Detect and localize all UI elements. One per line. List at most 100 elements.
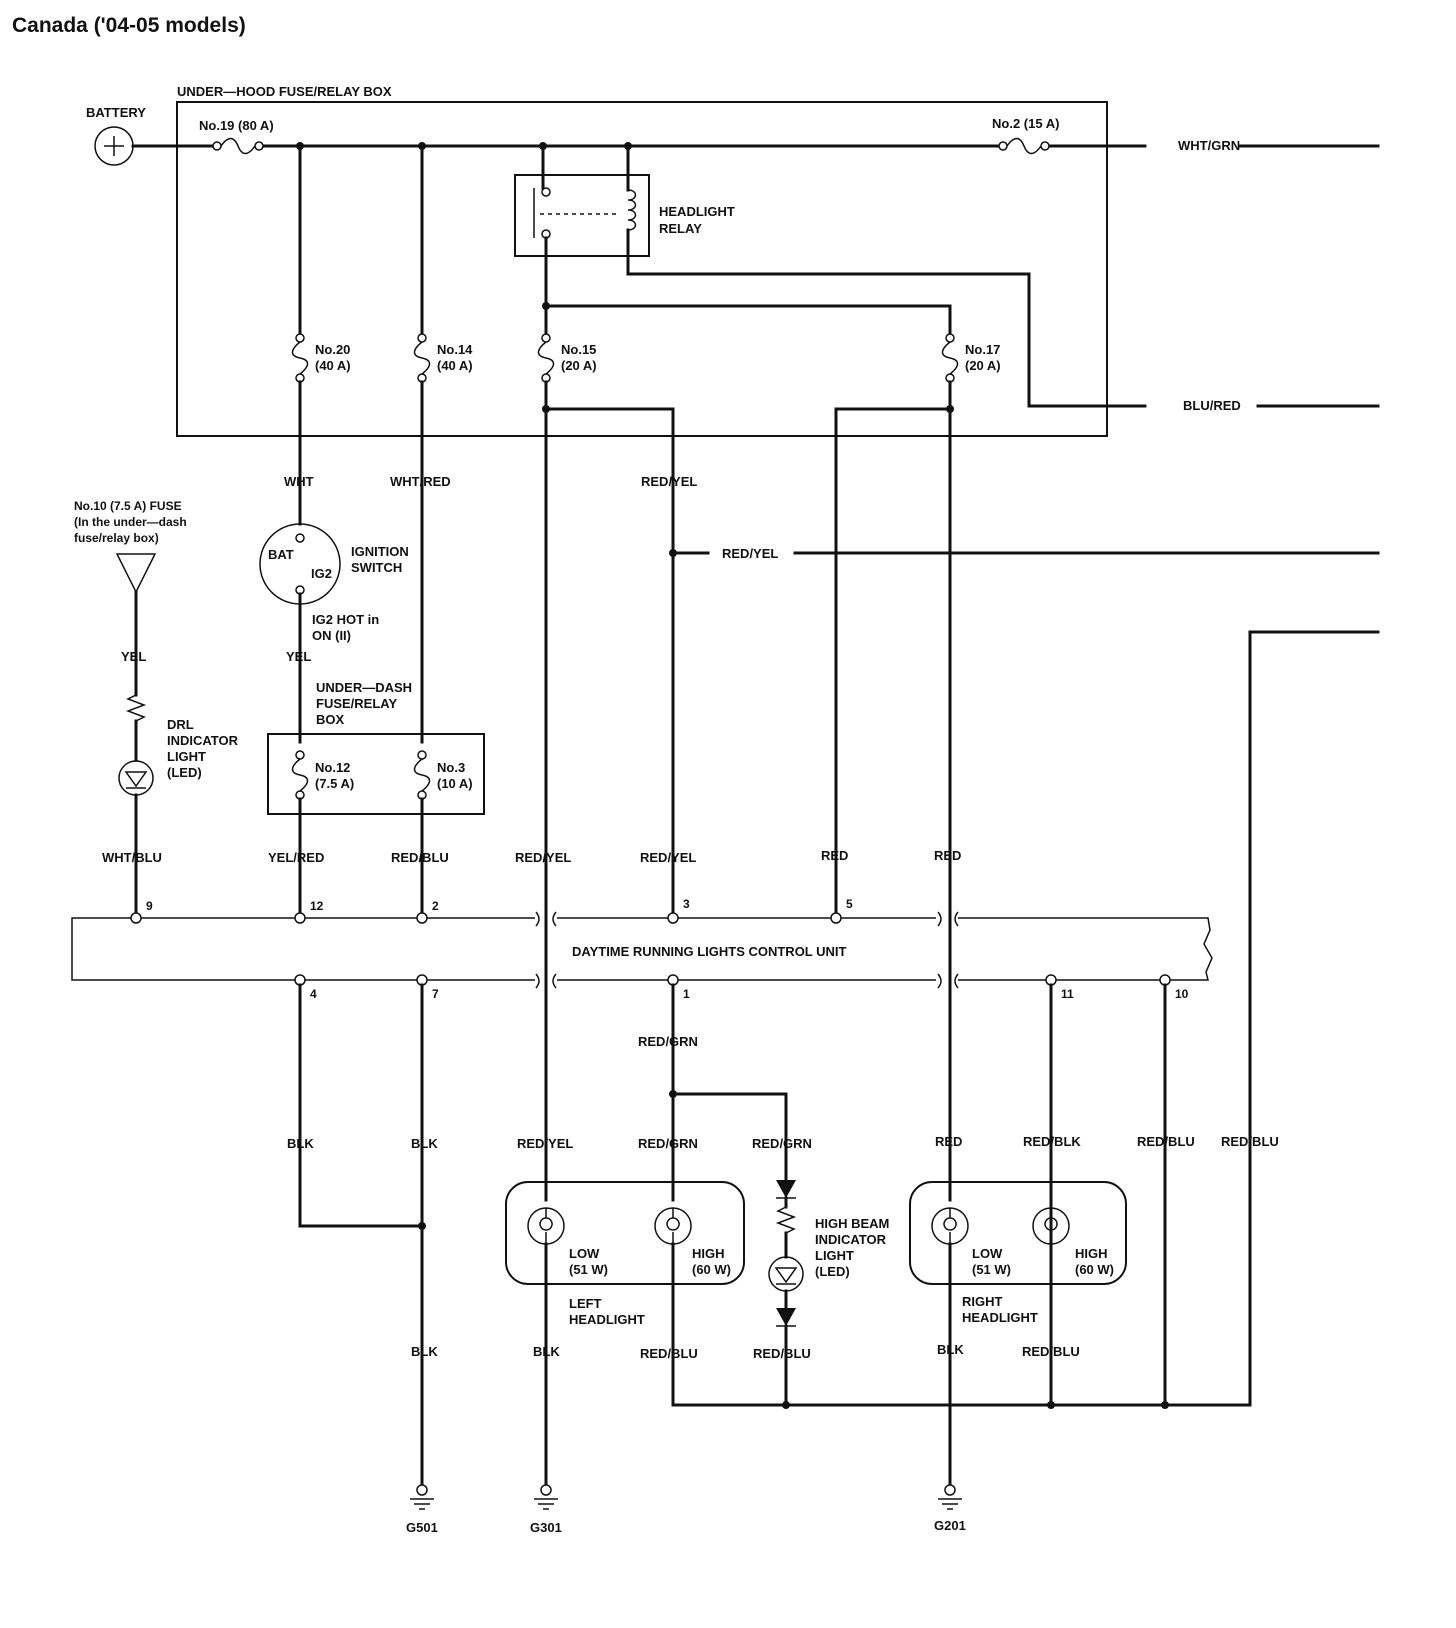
battery-label: BATTERY (86, 105, 146, 120)
wire-blk-4: BLK (533, 1344, 560, 1359)
right-low-bulb-icon (931, 1207, 969, 1245)
drl-light-label-3: LIGHT (167, 749, 206, 764)
ign-ig2-label: IG2 (311, 566, 332, 581)
drl-light-label-1: DRL (167, 717, 194, 732)
left-headlight (505, 1181, 745, 1285)
fuse10-label-1: No.10 (7.5 A) FUSE (74, 499, 182, 513)
fuse-2-label: No.2 (15 A) (992, 116, 1059, 131)
fuse-17-label-1: No.17 (965, 342, 1000, 357)
fuse-3-label-2: (10 A) (437, 776, 473, 791)
left-high-label-2: (60 W) (692, 1262, 731, 1277)
wire-blk-3: BLK (411, 1344, 438, 1359)
right-low-label-2: (51 W) (972, 1262, 1011, 1277)
page-title: Canada ('04-05 models) (12, 14, 246, 37)
fuse10-triangle-icon (115, 553, 157, 594)
wire-red-yel-top: RED/YEL (641, 474, 697, 489)
wire-red-blu-7: RED/BLU (1022, 1344, 1080, 1359)
headlight-relay (514, 174, 650, 257)
hb-light-label-4: (LED) (815, 1264, 850, 1279)
fuse-12-label-2: (7.5 A) (315, 776, 354, 791)
underhood-box-label: UNDER—HOOD FUSE/RELAY BOX (177, 84, 392, 99)
wire-red-grn-b: RED/GRN (638, 1136, 698, 1151)
fuse-20-label-1: No.20 (315, 342, 350, 357)
relay-switch-icon (533, 144, 1147, 408)
fuse10-label-2: (In the under—dash (74, 515, 187, 529)
wire-red-yel-a: RED/YEL (515, 850, 571, 865)
fuse-14-label-2: (40 A) (437, 358, 473, 373)
wire-wht-blu: WHT/BLU (102, 850, 162, 865)
drl-light-label-4: (LED) (167, 765, 202, 780)
right-high-label-1: HIGH (1075, 1246, 1108, 1261)
ignition-label-2: SWITCH (351, 560, 402, 575)
wire-wht-red: WHT/RED (390, 474, 451, 489)
fuse-19-label: No.19 (80 A) (199, 118, 274, 133)
wire-red-yel-b: RED/YEL (640, 850, 696, 865)
wire-yel-red: YEL/RED (268, 850, 324, 865)
drl-light-label-2: INDICATOR (167, 733, 239, 748)
wire-red-c: RED (935, 1134, 962, 1149)
fuse-17-label-2: (20 A) (965, 358, 1001, 373)
fuse-17-icon (941, 333, 959, 383)
fuse-3-label-1: No.3 (437, 760, 465, 775)
ground-g501-icon (410, 1484, 434, 1510)
fuse-20-label-2: (40 A) (315, 358, 351, 373)
right-headlight-label-1: RIGHT (962, 1294, 1003, 1309)
battery-icon (94, 126, 134, 166)
pin-2: 2 (432, 899, 439, 913)
fuse-15-label-2: (20 A) (561, 358, 597, 373)
ignition-switch-icon (259, 523, 341, 605)
hb-light-label-3: LIGHT (815, 1248, 854, 1263)
wire-wht: WHT (284, 474, 314, 489)
underdash-label-2: FUSE/RELAY (316, 696, 397, 711)
hb-led-icon (768, 1256, 804, 1292)
ground-g201-label: G201 (934, 1518, 966, 1533)
pin-9: 9 (146, 899, 153, 913)
wire-red-blu-5: RED/BLU (640, 1346, 698, 1361)
underdash-fuse-box (267, 733, 485, 815)
wire-blk-1: BLK (287, 1136, 314, 1151)
drl-unit-label: DAYTIME RUNNING LIGHTS CONTROL UNIT (572, 944, 847, 959)
left-low-bulb-icon (527, 1207, 565, 1245)
pin-5: 5 (846, 897, 853, 911)
pin-4: 4 (310, 987, 317, 1001)
drl-resistor-icon (125, 694, 147, 722)
wire-red-yel-out: RED/YEL (722, 546, 778, 561)
ignition-label-1: IGNITION (351, 544, 409, 559)
wire-red-blu-2: RED/BLU (391, 850, 449, 865)
relay-label-2: RELAY (659, 221, 702, 236)
left-high-label-1: HIGH (692, 1246, 725, 1261)
left-headlight-label-1: LEFT (569, 1296, 602, 1311)
wire-red-blu-6: RED/BLU (753, 1346, 811, 1361)
fuse-12-label-1: No.12 (315, 760, 350, 775)
hb-resistor-icon (775, 1206, 797, 1234)
ground-g501-label: G501 (406, 1520, 438, 1535)
left-headlight-label-2: HEADLIGHT (569, 1312, 645, 1327)
wire-blu-red: BLU/RED (1183, 398, 1241, 413)
fuse10-label-3: fuse/relay box) (74, 531, 159, 545)
fuse-2-icon (998, 137, 1050, 155)
fuse-14-label-1: No.14 (437, 342, 473, 357)
wire-blk-2: BLK (411, 1136, 438, 1151)
wire-wht-grn: WHT/GRN (1178, 138, 1240, 153)
fuse-15-label-1: No.15 (561, 342, 596, 357)
hb-diode-bottom-icon (776, 1308, 796, 1326)
underdash-label-1: UNDER—DASH (316, 680, 412, 695)
fuse-12-icon (291, 750, 309, 800)
fuse-14-icon (413, 333, 431, 383)
hb-light-label-1: HIGH BEAM (815, 1216, 889, 1231)
wire-red-b: RED (934, 848, 961, 863)
pin-3: 3 (683, 897, 690, 911)
wire-yel-ign: YEL (286, 649, 311, 664)
pin-1: 1 (683, 987, 690, 1001)
left-low-label-1: LOW (569, 1246, 600, 1261)
ig2-note-1: IG2 HOT in (312, 612, 379, 627)
wire-yel-left: YEL (121, 649, 146, 664)
ig2-note-2: ON (II) (312, 628, 351, 643)
fuse-3-icon (413, 750, 431, 800)
right-headlight (909, 1181, 1127, 1285)
ground-g301-label: G301 (530, 1520, 562, 1535)
ground-g201-icon (938, 1484, 962, 1510)
right-headlight-label-2: HEADLIGHT (962, 1310, 1038, 1325)
fuse-19-icon (212, 137, 264, 155)
wire-red-grn-a: RED/GRN (638, 1034, 698, 1049)
